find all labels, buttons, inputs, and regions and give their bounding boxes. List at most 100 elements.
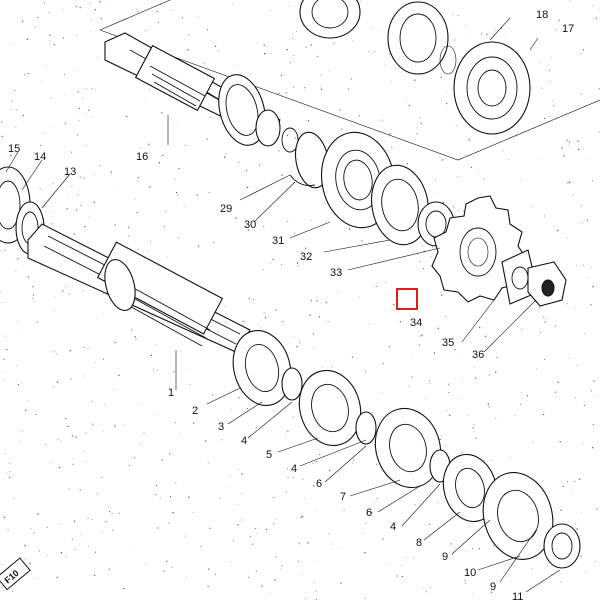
stipple-dot [328, 321, 329, 322]
stipple-dot [286, 92, 287, 93]
stipple-dot [247, 408, 248, 409]
stipple-dot [137, 180, 138, 181]
stipple-dot [188, 34, 189, 35]
stipple-dot [57, 439, 58, 440]
stipple-dot [246, 170, 247, 171]
stipple-dot [210, 117, 211, 118]
stipple-dot [421, 123, 422, 124]
stipple-dot [55, 297, 56, 298]
label-part-31: 31 [272, 235, 284, 247]
stipple-dot [51, 223, 52, 224]
stipple-dot [495, 418, 496, 419]
stipple-dot [374, 51, 375, 52]
stipple-dot [273, 497, 274, 498]
stipple-dot [93, 174, 94, 175]
stipple-dot [161, 1, 162, 2]
stipple-dot [307, 542, 308, 543]
stipple-dot [417, 254, 418, 255]
stipple-dot [22, 21, 23, 22]
stipple-dot [544, 321, 545, 322]
corner-stamp: F10 [0, 558, 30, 590]
stipple-dot [92, 117, 93, 118]
stipple-dot [59, 467, 60, 468]
stipple-dot [198, 16, 199, 17]
stipple-dot [286, 49, 287, 50]
stipple-dot [40, 145, 41, 146]
stipple-dot [62, 290, 63, 291]
stipple-dot [186, 369, 187, 370]
stipple-dot [422, 246, 423, 247]
stipple-dot [313, 485, 314, 486]
stipple-dot [89, 216, 90, 217]
stipple-dot [53, 211, 54, 212]
stipple-dot [150, 241, 151, 242]
stipple-dot [365, 371, 366, 372]
stipple-dot [145, 99, 146, 100]
stipple-dot [233, 540, 234, 541]
stipple-dot [593, 5, 594, 6]
stipple-dot [237, 504, 238, 505]
stipple-dot [321, 74, 322, 75]
stipple-dot [276, 519, 277, 520]
stipple-dot [296, 346, 297, 347]
stipple-dot [13, 498, 14, 499]
stipple-dot [281, 569, 282, 570]
stipple-dot [288, 477, 289, 478]
label-part-3: 3 [218, 421, 224, 433]
stipple-dot [313, 333, 314, 334]
stipple-dot [111, 513, 112, 514]
stipple-dot [67, 426, 68, 427]
stipple-dot [147, 251, 148, 252]
stipple-dot [94, 575, 95, 576]
stipple-dot [293, 38, 294, 39]
stipple-dot [561, 148, 562, 149]
stipple-dot [161, 112, 162, 113]
stipple-dot [274, 580, 275, 581]
stipple-dot [581, 205, 582, 206]
stipple-dot [406, 101, 407, 102]
stipple-dot [416, 133, 417, 134]
stipple-dot [540, 332, 541, 333]
stipple-dot [239, 469, 240, 470]
stipple-dot [364, 598, 365, 599]
stipple-dot [582, 222, 583, 223]
stipple-dot [4, 517, 5, 518]
stipple-dot [485, 336, 486, 337]
stipple-dot [454, 349, 455, 350]
stipple-dot [67, 208, 68, 209]
stipple-dot [349, 229, 350, 230]
stipple-dot [393, 310, 394, 311]
stipple-dot [25, 410, 26, 411]
stipple-dot [32, 298, 33, 299]
stipple-dot [219, 498, 220, 499]
stipple-dot [63, 37, 64, 38]
stipple-dot [452, 554, 453, 555]
stipple-dot [177, 123, 178, 124]
stipple-dot [224, 306, 225, 307]
stipple-dot [61, 552, 62, 553]
stipple-dot [119, 513, 120, 514]
stipple-dot [316, 461, 317, 462]
stipple-dot [187, 49, 188, 50]
stipple-dot [215, 574, 216, 575]
stipple-dot [446, 103, 447, 104]
stipple-dot [293, 477, 294, 478]
stipple-dot [88, 110, 89, 111]
stipple-dot [353, 40, 354, 41]
stipple-dot [563, 486, 564, 487]
stipple-dot [419, 118, 420, 119]
stipple-dot [452, 14, 453, 15]
stipple-dot [256, 571, 257, 572]
stipple-dot [71, 186, 72, 187]
stipple-dot [310, 220, 311, 221]
stipple-dot [168, 523, 169, 524]
stipple-dot [556, 29, 557, 30]
stipple-dot [97, 57, 98, 58]
stipple-dot [262, 585, 263, 586]
stipple-dot [138, 249, 139, 250]
stipple-dot [577, 140, 578, 141]
stipple-dot [84, 226, 85, 227]
stipple-dot [361, 247, 362, 248]
stipple-dot [109, 568, 110, 569]
stipple-dot [2, 302, 3, 303]
